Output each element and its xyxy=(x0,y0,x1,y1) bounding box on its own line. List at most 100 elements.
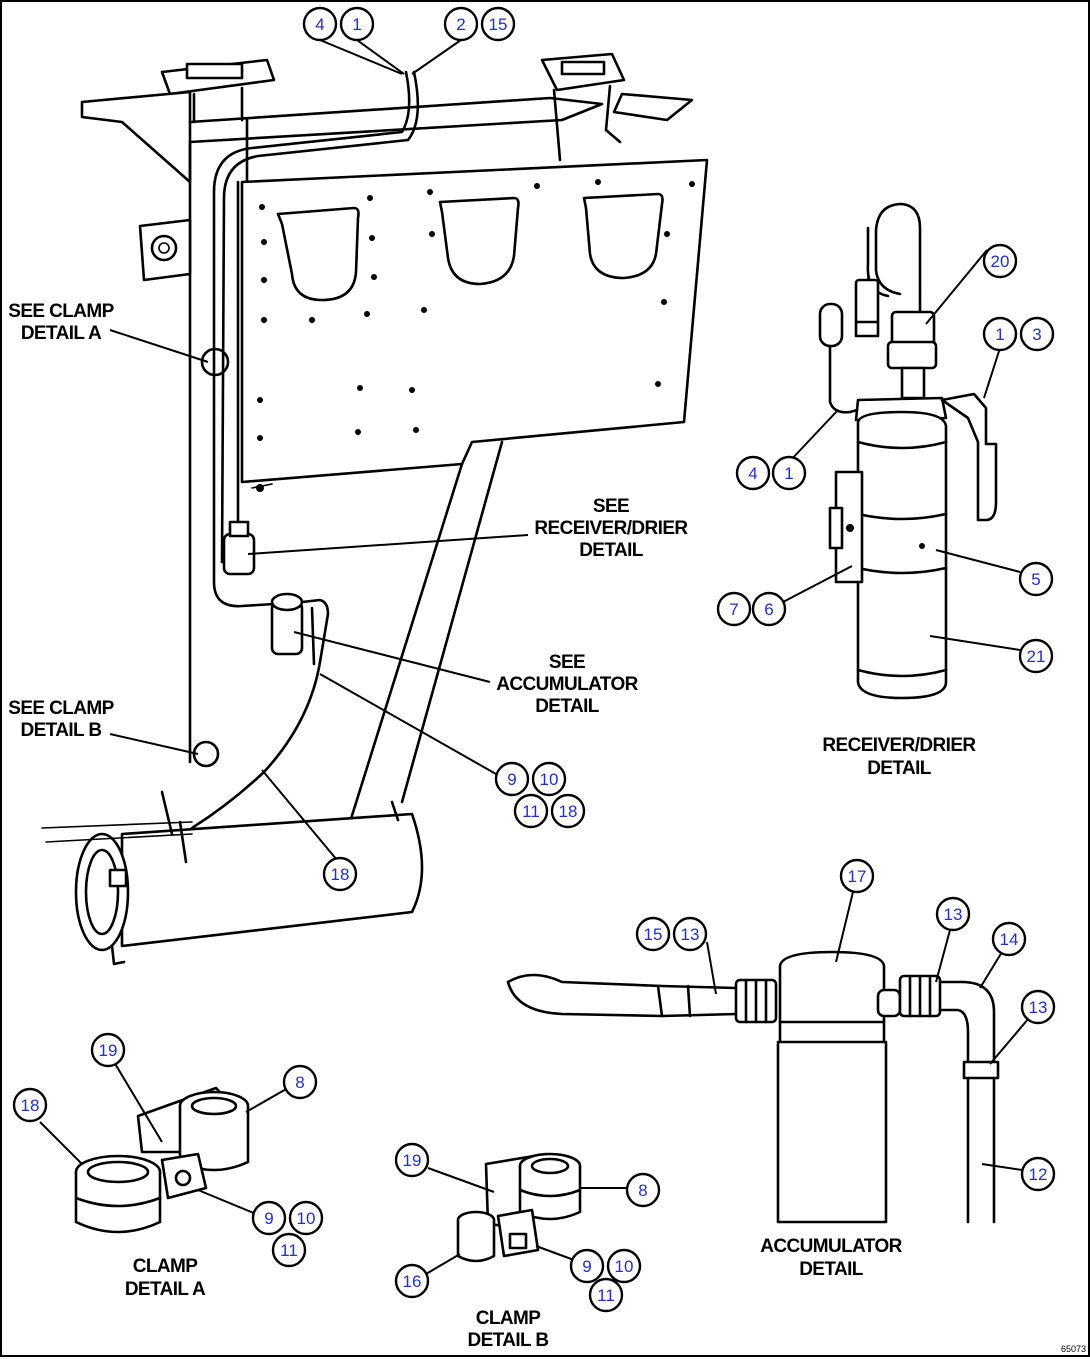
svg-text:6: 6 xyxy=(764,600,773,619)
svg-text:14: 14 xyxy=(1000,930,1019,949)
callout-ca-9: 9 xyxy=(251,1200,287,1236)
callout-cb-19: 19 xyxy=(394,1142,430,1178)
callout-acc-13c: 13 xyxy=(1020,989,1056,1025)
callout-rd-1: 1 xyxy=(982,316,1018,352)
callout-ca-18: 18 xyxy=(12,1087,48,1123)
callout-cb-8: 8 xyxy=(625,1172,661,1208)
svg-text:4: 4 xyxy=(315,15,324,34)
svg-text:8: 8 xyxy=(638,1181,647,1200)
label-see-accumulator-line3: DETAIL xyxy=(535,696,600,717)
ac-line-routing xyxy=(190,70,420,830)
label-see-clamp-b-line1: SEE CLAMP xyxy=(8,698,114,719)
svg-text:15: 15 xyxy=(489,15,508,34)
callout-main-10: 10 xyxy=(531,761,567,797)
callout-acc-17: 17 xyxy=(839,858,875,894)
svg-text:2: 2 xyxy=(456,15,465,34)
label-see-clamp-b-line2: DETAIL B xyxy=(20,720,101,741)
callout-acc-15: 15 xyxy=(635,916,671,952)
svg-text:10: 10 xyxy=(540,770,559,789)
svg-text:9: 9 xyxy=(582,1257,591,1276)
label-see-receiver-line2: RECEIVER/DRIER xyxy=(534,518,688,539)
callout-top-4: 4 xyxy=(302,6,338,42)
label-see-receiver: SEE RECEIVER/DRIER DETAIL xyxy=(534,496,689,561)
accumulator-drawing xyxy=(506,950,1000,1224)
machine-frame-drawing xyxy=(41,52,709,966)
label-see-accumulator: SEE ACCUMULATOR DETAIL xyxy=(496,652,639,717)
callout-main-11: 11 xyxy=(513,793,549,829)
svg-text:8: 8 xyxy=(295,1073,304,1092)
label-see-accumulator-line1: SEE xyxy=(549,652,585,673)
clamp-b-drawing xyxy=(456,1152,582,1263)
callout-ca-11: 11 xyxy=(271,1232,307,1268)
label-receiver-detail: RECEIVER/DRIER DETAIL xyxy=(822,735,977,779)
receiver-drier-drawing xyxy=(818,202,998,700)
svg-text:3: 3 xyxy=(1032,325,1041,344)
figure-code: 65073 xyxy=(1061,1344,1086,1354)
svg-text:4: 4 xyxy=(748,464,757,483)
svg-text:20: 20 xyxy=(991,252,1010,271)
svg-text:5: 5 xyxy=(1031,570,1040,589)
svg-text:1: 1 xyxy=(352,15,361,34)
svg-text:10: 10 xyxy=(615,1257,634,1276)
label-receiver-detail-line1: RECEIVER/DRIER xyxy=(822,735,976,756)
leader-lines xyxy=(39,39,1030,1275)
callout-rd-21: 21 xyxy=(1018,638,1054,674)
callout-rd-4: 4 xyxy=(735,455,771,491)
svg-text:11: 11 xyxy=(522,802,540,821)
label-clamp-a-line1: CLAMP xyxy=(133,1256,198,1277)
svg-text:18: 18 xyxy=(331,865,350,884)
callout-top-2: 2 xyxy=(443,6,479,42)
plate-holes xyxy=(257,179,695,441)
callout-rd-5: 5 xyxy=(1018,561,1054,597)
label-accumulator-detail: ACCUMULATOR DETAIL xyxy=(760,1236,903,1280)
svg-text:13: 13 xyxy=(944,905,963,924)
callout-cb-16: 16 xyxy=(394,1263,430,1299)
callout-acc-12: 12 xyxy=(1020,1156,1056,1192)
label-accumulator-detail-line2: DETAIL xyxy=(799,1259,864,1280)
label-see-receiver-line1: SEE xyxy=(593,496,629,517)
callout-main-9: 9 xyxy=(494,761,530,797)
callout-top-15: 15 xyxy=(480,6,516,42)
svg-text:9: 9 xyxy=(264,1209,273,1228)
callout-cb-10: 10 xyxy=(606,1248,642,1284)
svg-text:15: 15 xyxy=(644,925,663,944)
svg-text:17: 17 xyxy=(848,867,867,886)
svg-text:19: 19 xyxy=(99,1041,118,1060)
label-see-accumulator-line2: ACCUMULATOR xyxy=(496,674,638,695)
callout-cb-11: 11 xyxy=(588,1277,624,1313)
callout-rd-1b: 1 xyxy=(771,455,807,491)
svg-text:11: 11 xyxy=(280,1241,298,1260)
svg-text:18: 18 xyxy=(559,802,578,821)
label-see-clamp-b: SEE CLAMP DETAIL B xyxy=(8,698,115,741)
label-see-receiver-line3: DETAIL xyxy=(579,540,644,561)
label-clamp-b: CLAMP DETAIL B xyxy=(467,1308,549,1351)
label-see-clamp-a-line1: SEE CLAMP xyxy=(8,301,114,322)
label-see-clamp-a-line2: DETAIL A xyxy=(21,323,102,344)
svg-text:18: 18 xyxy=(21,1096,40,1115)
label-see-clamp-a: SEE CLAMP DETAIL A xyxy=(8,301,115,344)
callout-rd-7: 7 xyxy=(716,591,752,627)
callout-acc-13: 13 xyxy=(672,916,708,952)
svg-text:16: 16 xyxy=(403,1272,422,1291)
callout-main-18: 18 xyxy=(550,793,586,829)
label-receiver-detail-line2: DETAIL xyxy=(867,758,932,779)
clamp-a-drawing xyxy=(74,1086,250,1234)
callout-ca-19: 19 xyxy=(90,1032,126,1068)
svg-text:10: 10 xyxy=(297,1209,316,1228)
svg-text:11: 11 xyxy=(597,1286,615,1305)
label-clamp-a: CLAMP DETAIL A xyxy=(125,1256,207,1300)
label-clamp-b-line2: DETAIL B xyxy=(467,1330,548,1351)
svg-text:12: 12 xyxy=(1029,1165,1048,1184)
callout-ca-8: 8 xyxy=(282,1064,318,1100)
callout-rd-20: 20 xyxy=(982,243,1018,279)
callout-ca-10: 10 xyxy=(288,1200,324,1236)
callout-acc-13b: 13 xyxy=(935,896,971,932)
callout-acc-14: 14 xyxy=(991,921,1027,957)
callout-rd-6: 6 xyxy=(751,591,787,627)
callout-top-1: 1 xyxy=(339,6,375,42)
svg-text:13: 13 xyxy=(681,925,700,944)
svg-text:1: 1 xyxy=(995,325,1004,344)
svg-text:7: 7 xyxy=(729,600,738,619)
